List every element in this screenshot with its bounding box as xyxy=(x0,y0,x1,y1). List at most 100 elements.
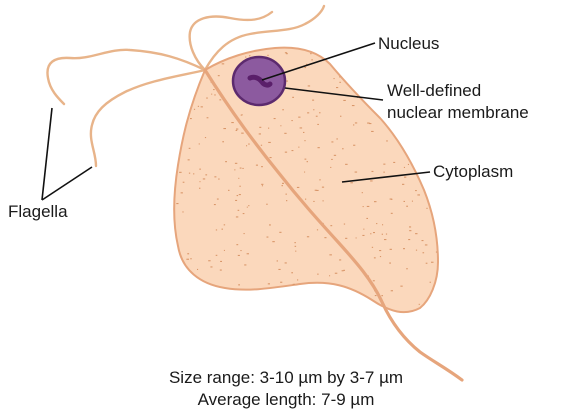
granule xyxy=(374,201,377,202)
granule xyxy=(415,233,417,234)
granule xyxy=(239,186,240,187)
granule xyxy=(237,195,239,196)
granule xyxy=(187,253,189,254)
granule xyxy=(248,205,249,206)
granule xyxy=(189,148,191,149)
granule xyxy=(307,236,309,237)
granule xyxy=(218,179,219,180)
granule xyxy=(319,112,320,113)
granule xyxy=(436,252,437,253)
granule xyxy=(292,150,294,151)
granule xyxy=(376,223,377,224)
granule xyxy=(240,168,242,169)
granule xyxy=(408,164,409,165)
granule xyxy=(218,75,220,76)
granule xyxy=(356,237,357,238)
granule xyxy=(316,190,319,191)
granule xyxy=(241,114,242,115)
granule xyxy=(404,177,406,178)
granule xyxy=(416,250,417,251)
granule xyxy=(366,218,368,219)
granule xyxy=(370,180,373,181)
granule xyxy=(334,155,336,156)
granule xyxy=(238,284,240,285)
granule xyxy=(291,272,293,273)
granule xyxy=(238,255,240,256)
granule xyxy=(268,283,270,284)
granule xyxy=(272,241,275,242)
granule xyxy=(292,97,294,98)
granule xyxy=(372,171,374,172)
flagella-leader-upper xyxy=(42,108,52,200)
granule xyxy=(282,183,284,184)
granule xyxy=(179,172,182,173)
granule xyxy=(367,206,370,207)
granule xyxy=(240,250,241,251)
granule xyxy=(269,224,271,225)
granule xyxy=(236,216,238,217)
granule xyxy=(219,99,221,100)
granule xyxy=(355,122,357,123)
granule xyxy=(262,185,263,186)
granule xyxy=(371,131,374,132)
granule xyxy=(334,78,335,79)
granule xyxy=(235,200,237,201)
granule xyxy=(353,145,355,146)
granule xyxy=(285,152,287,153)
granule xyxy=(282,109,284,110)
granule xyxy=(231,122,234,123)
granule xyxy=(343,100,346,101)
granule xyxy=(278,269,280,270)
nucleus xyxy=(233,57,285,105)
granule xyxy=(286,53,288,54)
granule xyxy=(390,199,393,200)
granule xyxy=(386,140,388,141)
granule xyxy=(200,181,201,182)
granule xyxy=(308,85,310,86)
granule xyxy=(199,169,201,170)
granule xyxy=(291,120,292,121)
granule xyxy=(339,76,340,77)
granule xyxy=(236,129,238,130)
granule xyxy=(241,133,244,134)
granule xyxy=(270,157,272,158)
granule xyxy=(222,229,224,230)
granule xyxy=(331,141,333,142)
granule xyxy=(243,213,245,214)
granule xyxy=(425,244,428,245)
granule xyxy=(228,190,230,191)
granule xyxy=(182,211,183,212)
granule xyxy=(379,250,381,251)
granule xyxy=(217,199,219,200)
granule xyxy=(307,161,308,162)
granule xyxy=(199,143,200,144)
granule xyxy=(210,266,212,267)
granule xyxy=(383,172,384,173)
granule xyxy=(199,188,200,189)
granule xyxy=(280,282,282,283)
granule xyxy=(372,247,373,248)
granule xyxy=(280,125,281,126)
nucleus-label: Nucleus xyxy=(378,34,439,53)
granule xyxy=(402,184,404,185)
granule xyxy=(426,208,427,209)
granule xyxy=(303,132,304,133)
granule xyxy=(220,270,222,271)
granule xyxy=(374,257,376,258)
granule xyxy=(268,142,271,143)
granule xyxy=(319,179,320,180)
granule xyxy=(417,194,420,195)
granule xyxy=(216,255,218,256)
granule xyxy=(317,124,319,125)
granule xyxy=(345,164,348,165)
granule xyxy=(305,199,306,200)
granule xyxy=(245,57,246,58)
granule xyxy=(244,233,245,234)
granule xyxy=(267,237,269,238)
granule xyxy=(393,162,395,163)
granule xyxy=(208,260,210,261)
granule xyxy=(279,232,281,233)
granule xyxy=(286,200,287,201)
granule xyxy=(345,238,347,239)
granule xyxy=(324,237,326,238)
